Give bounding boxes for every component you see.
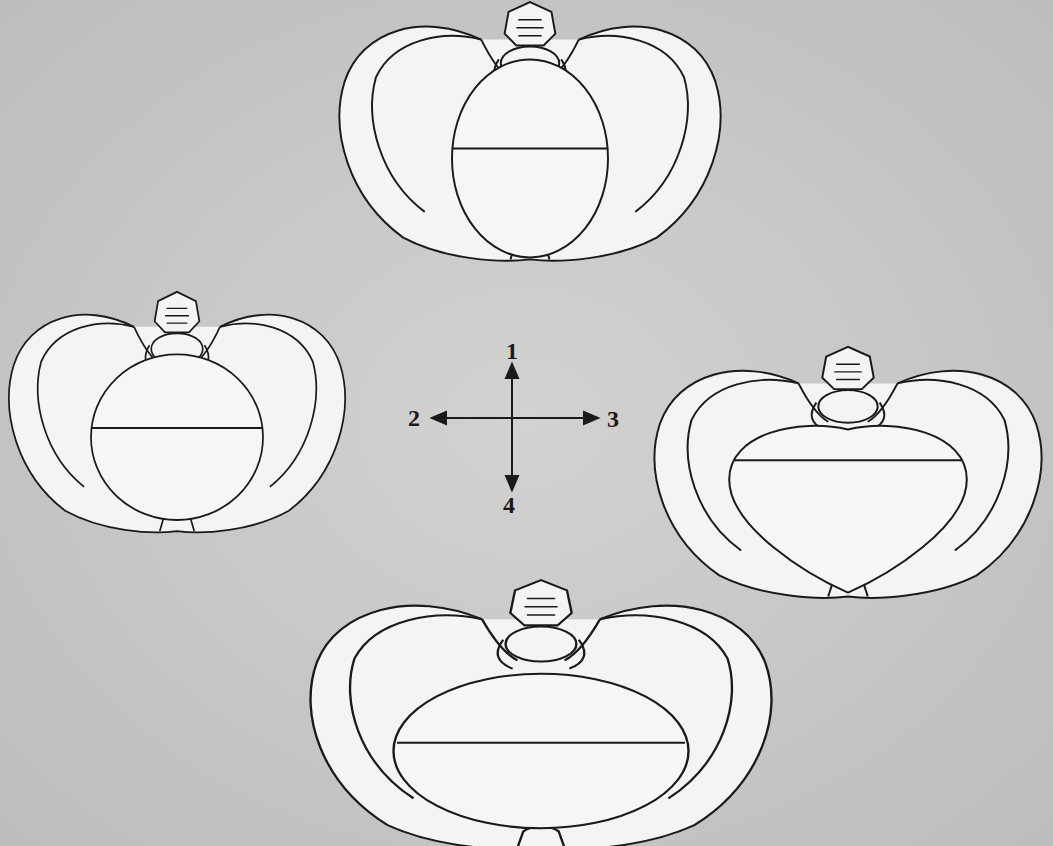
direction-arrows — [432, 364, 598, 490]
direction-number: 2 — [408, 406, 420, 430]
direction-number: 1 — [506, 339, 518, 363]
direction-number: 3 — [607, 407, 619, 431]
direction-number: 4 — [503, 493, 515, 517]
